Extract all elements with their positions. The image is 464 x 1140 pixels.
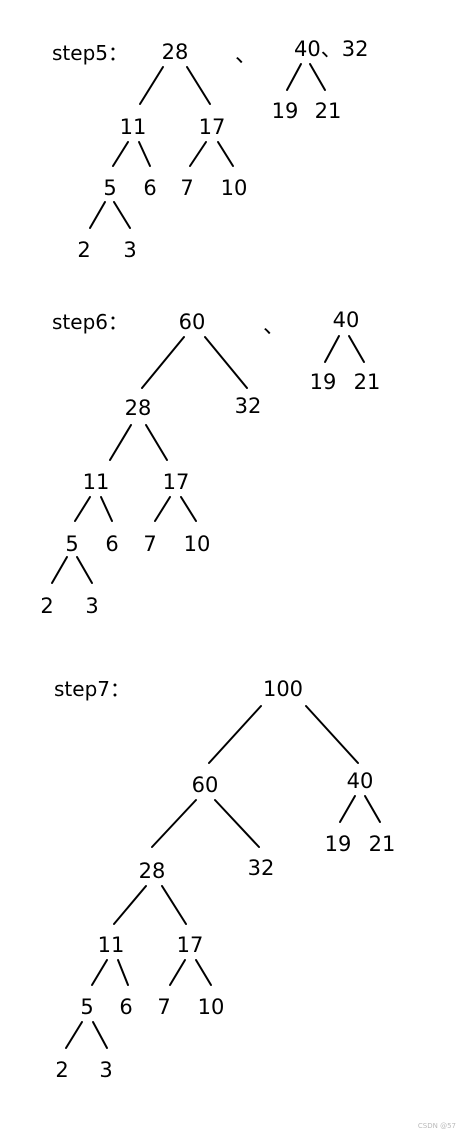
edge <box>141 336 185 389</box>
edge <box>189 141 207 167</box>
edge <box>348 335 365 363</box>
tree-node: 60 <box>179 310 206 334</box>
edge <box>180 496 197 522</box>
tree-node: 21 <box>315 99 342 123</box>
tree-node: 100 <box>263 677 303 701</box>
tree-node: 10 <box>198 995 225 1019</box>
edge <box>151 799 197 848</box>
tree-node: 40 <box>333 308 360 332</box>
tree-node: 3 <box>85 594 98 618</box>
step7-tree: 100 60 40 28 32 19 21 11 17 5 6 7 10 2 3 <box>55 677 395 1082</box>
edge <box>100 496 113 522</box>
step5-main-tree: 28 11 17 5 6 7 10 2 3 <box>77 40 247 262</box>
edge <box>91 959 108 986</box>
tree-node: 19 <box>272 99 299 123</box>
edge <box>51 556 68 584</box>
step7-label: step7： <box>54 677 130 701</box>
tree-node: 21 <box>354 370 381 394</box>
tree-node: 17 <box>177 933 204 957</box>
tree-node: 40、32 <box>294 37 368 61</box>
step6-side-tree: 40 19 21 <box>310 308 381 394</box>
step6-main-tree: 60 28 32 11 17 5 6 7 10 2 3 <box>40 310 261 618</box>
edge <box>76 556 93 584</box>
tree-node: 7 <box>143 532 156 556</box>
edge <box>217 141 234 167</box>
edge <box>324 335 340 363</box>
edge <box>138 141 151 167</box>
edge <box>154 496 171 522</box>
edge <box>214 799 260 848</box>
tree-node: 11 <box>83 470 110 494</box>
edge <box>89 201 106 229</box>
edge <box>208 705 262 764</box>
step7-section: step7： 100 60 40 28 32 19 21 11 17 <box>54 677 395 1082</box>
tree-node: 11 <box>120 115 147 139</box>
edge <box>145 424 168 461</box>
tree-node: 17 <box>199 115 226 139</box>
edge <box>364 795 381 823</box>
tree-node: 10 <box>184 532 211 556</box>
edge <box>74 496 91 522</box>
edge <box>195 959 212 986</box>
tree-node: 28 <box>125 396 152 420</box>
watermark: CSDN @57 <box>418 1122 456 1130</box>
edge <box>113 201 131 229</box>
tree-node: 3 <box>123 238 136 262</box>
tree-node: 21 <box>369 832 396 856</box>
edge <box>109 424 132 461</box>
tree-node: 28 <box>139 859 166 883</box>
edge <box>204 336 248 389</box>
tree-node: 6 <box>119 995 132 1019</box>
edge <box>286 63 302 91</box>
edge <box>339 795 356 823</box>
edge <box>186 66 211 105</box>
tree-node: 19 <box>325 832 352 856</box>
edge <box>169 959 186 986</box>
tree-node: 2 <box>55 1058 68 1082</box>
tree-node: 7 <box>180 176 193 200</box>
tree-node: 6 <box>143 176 156 200</box>
tree-node: 2 <box>40 594 53 618</box>
tree-node: 5 <box>103 176 116 200</box>
tree-node: 17 <box>163 470 190 494</box>
edge <box>117 959 129 986</box>
step5-side-tree: 40、32 19 21 <box>272 37 369 123</box>
tree-node: 32 <box>235 394 262 418</box>
edge <box>113 885 147 925</box>
step5-label: step5： <box>52 41 128 65</box>
tree-node: 3 <box>99 1058 112 1082</box>
step6-section: step6： 60 28 32 11 17 5 6 7 10 2 3 、 <box>40 308 380 618</box>
edge <box>161 885 187 925</box>
tree-node: 5 <box>80 995 93 1019</box>
edge <box>139 66 164 105</box>
tree-node: 11 <box>98 933 125 957</box>
step5-section: step5： 28 11 17 5 6 7 10 2 3 、 40、32 19 <box>52 37 368 262</box>
tree-node: 10 <box>221 176 248 200</box>
tree-node: 40 <box>347 769 374 793</box>
separator-mark: 、 <box>263 314 285 339</box>
tree-node: 2 <box>77 238 90 262</box>
tree-node: 5 <box>65 532 78 556</box>
tree-node: 32 <box>248 856 275 880</box>
separator-mark: 、 <box>235 43 257 68</box>
tree-node: 6 <box>105 532 118 556</box>
tree-node: 19 <box>310 370 337 394</box>
edge <box>92 1021 108 1049</box>
edge <box>305 705 359 764</box>
edge <box>309 63 326 91</box>
tree-node: 7 <box>157 995 170 1019</box>
edge <box>112 141 129 167</box>
step6-label: step6： <box>52 310 128 334</box>
tree-node: 60 <box>192 773 219 797</box>
edge <box>65 1021 83 1049</box>
tree-node: 28 <box>162 40 189 64</box>
